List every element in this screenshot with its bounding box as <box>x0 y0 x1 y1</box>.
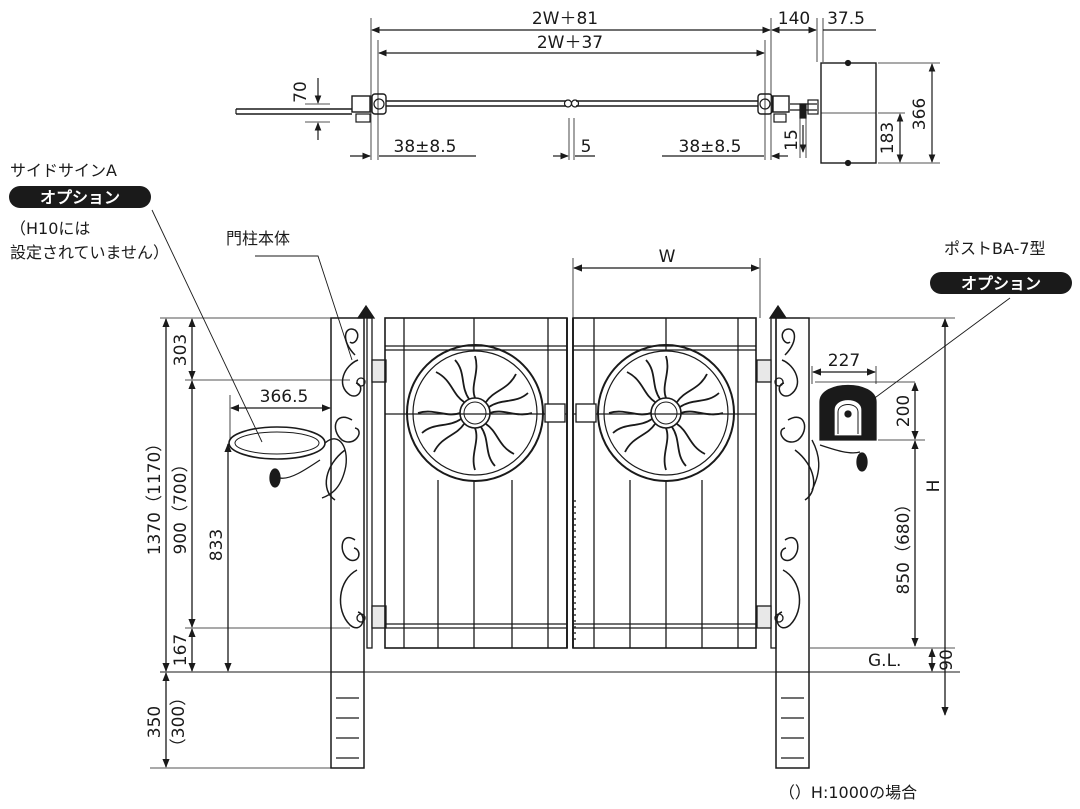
left-post <box>228 304 387 769</box>
dim-200: 200 <box>894 395 914 427</box>
dim-167: 167 <box>171 634 191 666</box>
dim-850: 850（680） <box>894 496 914 595</box>
dim-box-depth: 37.5 <box>827 9 865 29</box>
dim-350: 350 <box>145 706 165 738</box>
gate-leaves <box>384 317 757 649</box>
side-sign-note-line2: 設定されていません） <box>10 243 169 262</box>
post-body-label: 門柱本体 <box>226 229 290 248</box>
dim-833: 833 <box>207 529 227 561</box>
left-option-badge: オプション <box>9 186 151 208</box>
right-option-badge-label: オプション <box>961 274 1041 293</box>
right-option-badge: オプション <box>930 272 1072 294</box>
dim-box-total: 366 <box>910 98 930 130</box>
footnote: （）H:1000の場合 <box>779 783 917 802</box>
dim-h: H <box>924 480 944 493</box>
dim-box-half: 183 <box>878 122 898 154</box>
right-post <box>756 304 877 769</box>
dim-offset-left: 38±8.5 <box>394 137 457 157</box>
side-sign-note-line1: （H10には <box>10 219 90 238</box>
dim-overall-outer: 2W＋81 <box>532 9 598 29</box>
dim-15: 15 <box>782 129 802 151</box>
dim-overall-inner: 2W＋37 <box>537 33 603 53</box>
dim-w: W <box>659 247 676 267</box>
left-option-badge-label: オプション <box>40 188 120 207</box>
wheel-spokes <box>417 355 724 471</box>
dim-900: 900（700） <box>171 456 191 555</box>
top-plan-view <box>235 18 940 167</box>
dim-303: 303 <box>171 334 191 366</box>
side-sign-title: サイドサインA <box>10 161 117 180</box>
dim-left-70: 70 <box>291 81 311 103</box>
dim-post-gap: 140 <box>778 9 810 29</box>
dim-90: 90 <box>937 649 957 671</box>
post-box-label: ポストBA-7型 <box>944 239 1046 258</box>
dim-gl: G.L. <box>868 651 901 671</box>
dim-1370: 1370（1170） <box>145 435 165 556</box>
dim-offset-right: 38±8.5 <box>679 137 742 157</box>
dim-227: 227 <box>828 351 860 371</box>
dim-366-5: 366.5 <box>260 387 309 407</box>
front-elevation <box>150 209 1011 769</box>
dim-center-gap: 5 <box>581 137 592 157</box>
dim-300: （300） <box>169 689 189 755</box>
